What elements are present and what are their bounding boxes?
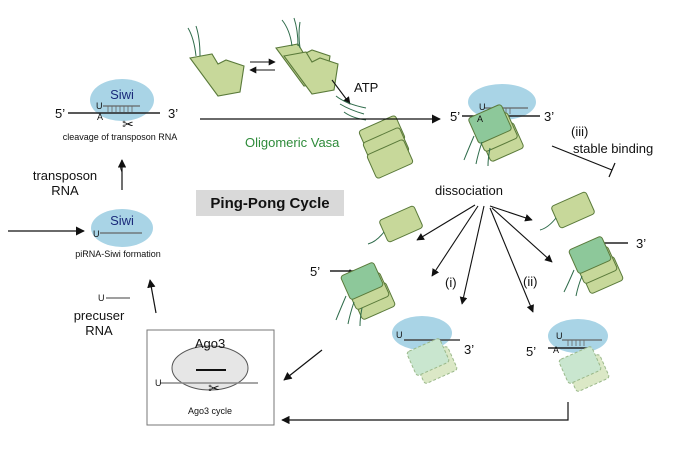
path-i-complex: 5’ A [310,262,396,327]
siwi-top-caption: cleavage of transposon RNA [63,132,178,142]
stable-binding-label: stable binding [573,141,653,156]
oligomeric-vasa-label: Oligomeric Vasa [245,135,340,150]
bound-5prime: 5’ [450,109,460,124]
stable-binding-inhibit [551,145,613,171]
free-vasa-left [367,205,423,245]
siwi-top-protein [90,79,154,121]
path-i-result: U 3’ [392,316,474,384]
path-i-3prime: 3’ [464,342,474,357]
siwi-mid-protein [91,209,153,247]
ago3-protein [171,345,249,391]
siwi-mid-label: Siwi [110,213,134,228]
siwi-mid-u: U [93,229,100,239]
path-ii-complex: 3’ [563,236,646,297]
ago3-label: Ago3 [195,336,225,351]
free-vasa-right [539,191,595,231]
path-i-5prime: 5’ [310,264,320,279]
vasa-equilibrium [187,17,339,97]
arrow-to-ago3-diagonal [283,349,323,381]
transposon-rna-line2: RNA [51,183,79,198]
ago3-cycle-box: Ago3 U ✂ Ago3 cycle [146,329,275,426]
bound-u: U [479,102,486,112]
title-box [196,190,344,216]
scissors-icon: ✂ [122,116,134,132]
ago3-caption: Ago3 cycle [188,406,232,416]
bound-3prime: 3’ [544,109,554,124]
oligomeric-vasa-stack [335,95,414,179]
arrow-to-ago3-bottom [281,402,569,425]
path-i-u: U [396,330,403,340]
atp-label: ATP [354,80,378,95]
path-ii-5prime: 5’ [526,344,536,359]
path-ii-a: A [553,345,559,355]
transposon-rna-line1: transposon [33,168,97,183]
siwi-top-u: U [96,101,103,111]
siwi-top-label: Siwi [110,87,134,102]
dissociation-label: dissociation [435,183,503,198]
vasa-monomer [189,53,245,97]
precursor-line1: precuser [74,308,125,323]
siwi-top-5prime: 5’ [55,106,65,121]
bound-a: A [477,114,483,124]
siwi-top-3prime: 3’ [168,106,178,121]
page-title: Ping-Pong Cycle [210,195,329,212]
path-ii-numeral: (ii) [523,274,537,289]
precursor-line2: RNA [85,323,113,338]
ago3-scissors-icon: ✂ [208,380,220,396]
path-ii-u: U [556,331,563,341]
ago3-u: U [155,378,162,388]
precursor-u: U [98,293,105,303]
arrow-atp [331,79,351,105]
path-ii-3prime: 3’ [636,236,646,251]
bound-complex: 5’ 3’ U A [450,84,554,167]
stable-binding-numeral: (iii) [571,124,588,139]
siwi-mid-caption: piRNA-Siwi formation [75,249,161,259]
siwi-cleavage-complex: Siwi 5’ 3’ U A ✂ cleavage of transposon … [55,79,178,142]
siwi-top-a: A [97,112,103,122]
siwi-formation-complex: Siwi U piRNA-Siwi formation [75,209,161,259]
precursor-rna: U precuser RNA [74,293,130,338]
path-ii-result: U A 5’ [526,319,610,392]
path-i-numeral: (i) [445,275,457,290]
arrow-precursor-up [147,279,157,314]
